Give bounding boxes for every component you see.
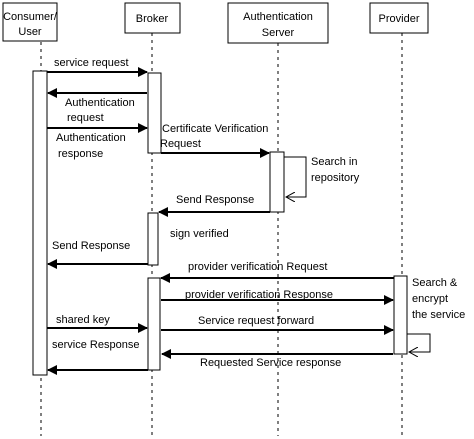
label-search-repo-2: repository — [311, 172, 360, 184]
label-auth-request-2: request — [67, 112, 104, 124]
participant-auth-server: Authentication Server — [227, 2, 329, 44]
label-cert-verif-1: Certificate Verification — [162, 123, 268, 135]
participant-broker-label: Broker — [136, 13, 169, 25]
label-send-response-2: Send Response — [52, 240, 130, 252]
label-shared-key: shared key — [56, 314, 110, 326]
label-cert-verif-2: Request — [160, 138, 201, 150]
label-auth-response-1: Authentication — [56, 132, 126, 144]
label-requested-service-response: Requested Service response — [200, 357, 341, 369]
label-provider-verif-response: provider verification Response — [185, 289, 333, 301]
participant-auth-label-2: Server — [262, 27, 295, 39]
label-sign-verified: sign verified — [170, 228, 229, 240]
activation-broker-1 — [147, 72, 162, 154]
label-service-request: service request — [54, 57, 129, 69]
activation-provider — [393, 275, 408, 355]
participant-provider: Provider — [369, 2, 429, 34]
label-search-encrypt-1: Search & — [412, 277, 458, 289]
participant-broker: Broker — [124, 2, 181, 34]
label-auth-response-2: response — [58, 148, 103, 160]
label-send-response-1: Send Response — [176, 194, 254, 206]
participant-consumer: Consumer/ User — [2, 2, 58, 42]
label-provider-verif-request: provider verification Request — [188, 261, 327, 273]
activation-broker-2 — [147, 212, 159, 266]
participant-consumer-label-2: User — [18, 26, 42, 38]
arrow-self-search — [284, 156, 307, 197]
label-search-repo-1: Search in — [311, 156, 357, 168]
activation-auth — [269, 151, 285, 213]
participant-auth-label-1: Authentication — [243, 11, 313, 23]
label-search-encrypt-2: encrypt — [412, 293, 448, 305]
label-service-response: service Response — [52, 339, 139, 351]
participant-consumer-label-1: Consumer/ — [3, 11, 58, 23]
label-search-encrypt-3: the service — [412, 309, 465, 321]
activation-consumer — [32, 70, 48, 376]
arrow-self-encrypt — [407, 333, 431, 352]
label-auth-request-1: Authentication — [65, 97, 135, 109]
label-service-request-forward: Service request forward — [198, 315, 314, 327]
activation-broker-3 — [147, 277, 161, 371]
participant-provider-label: Provider — [379, 13, 420, 25]
